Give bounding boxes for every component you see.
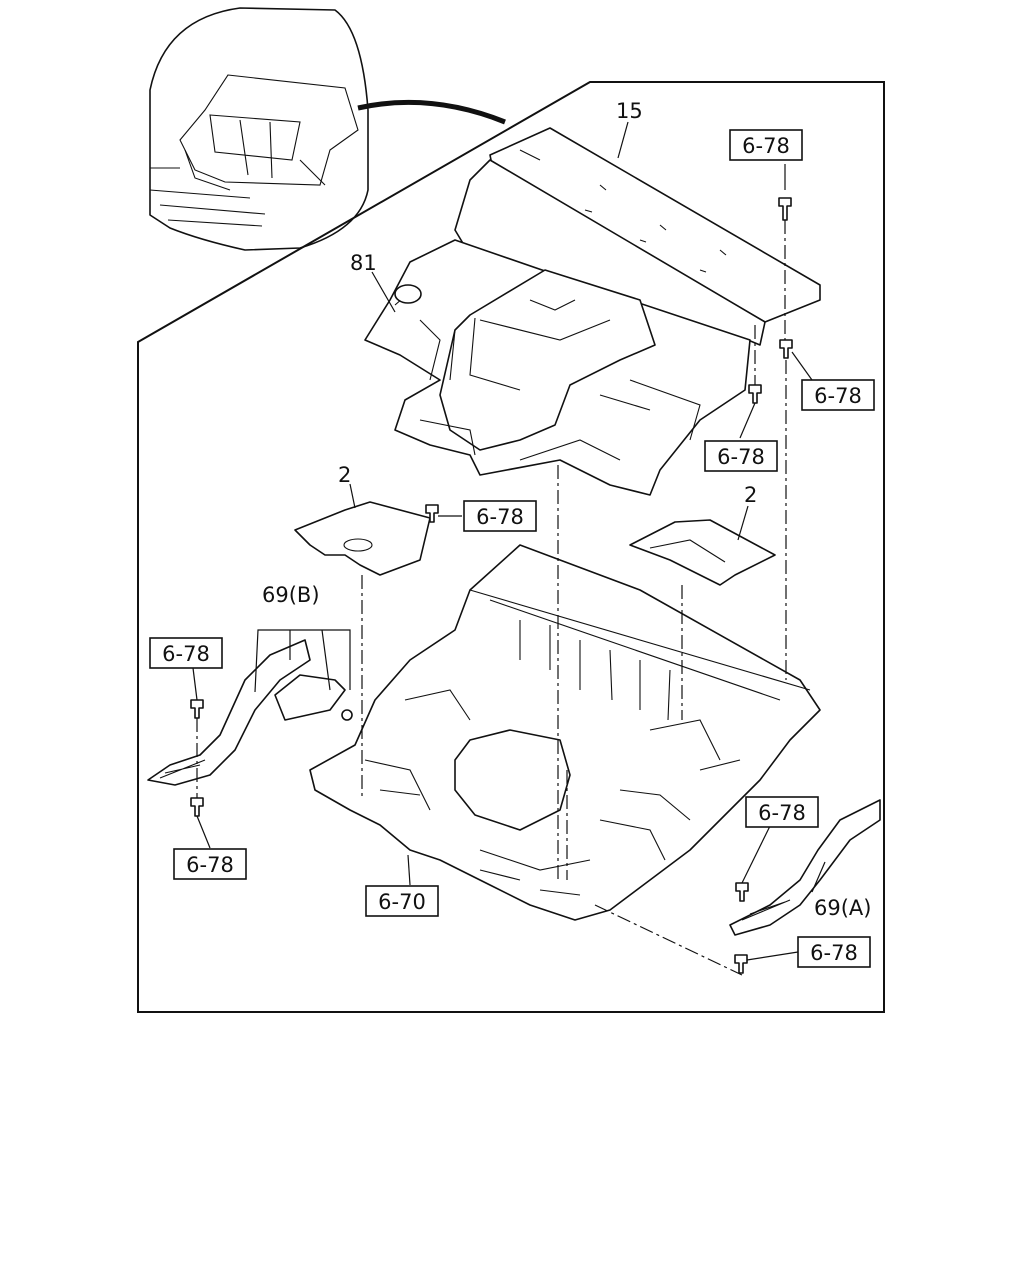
svg-text:6-78: 6-78 xyxy=(186,853,234,877)
callout-2-left: 2 xyxy=(338,463,351,487)
svg-text:6-78: 6-78 xyxy=(717,445,765,469)
ref-box-left-lower: 6-78 xyxy=(173,848,247,880)
svg-text:6-78: 6-78 xyxy=(814,384,862,408)
alignment-lines xyxy=(196,220,787,976)
ref-box-left-upper: 6-78 xyxy=(149,637,223,669)
ref-box-right-upper: 6-78 xyxy=(801,379,875,411)
floor-panel xyxy=(309,544,821,921)
callout-15: 15 xyxy=(616,99,643,123)
svg-text:6-78: 6-78 xyxy=(758,801,806,825)
ref-box-center: 6-78 xyxy=(463,500,537,532)
insulator-right-part-2 xyxy=(629,519,776,586)
svg-text:6-78: 6-78 xyxy=(810,941,858,965)
callout-69b: 69(B) xyxy=(262,583,320,607)
ref-box-right-mid: 6-78 xyxy=(704,440,778,472)
step-part-69b xyxy=(147,629,353,786)
svg-text:6-78: 6-78 xyxy=(476,505,524,529)
rear-panel-part-15 xyxy=(454,127,821,346)
insulator-left-part-2 xyxy=(294,501,431,576)
svg-text:6-78: 6-78 xyxy=(742,134,790,158)
svg-text:6-78: 6-78 xyxy=(162,642,210,666)
ref-box-top-right: 6-78 xyxy=(729,129,803,161)
ref-box-right-step: 6-78 xyxy=(745,796,819,828)
diagram-frame xyxy=(137,81,885,1013)
step-part-69a xyxy=(729,799,881,936)
fasteners xyxy=(190,197,793,974)
leader-lines xyxy=(192,121,826,961)
floor-cover-part-81 xyxy=(364,239,751,496)
ref-box-floor: 6-70 xyxy=(365,885,439,917)
vehicle-inset xyxy=(149,7,506,251)
svg-text:6-70: 6-70 xyxy=(378,890,426,914)
callout-69a: 69(A) xyxy=(814,896,871,920)
ref-box-bottom-right: 6-78 xyxy=(797,936,871,968)
callout-2-right: 2 xyxy=(744,483,757,507)
callout-81: 81 xyxy=(350,251,377,275)
